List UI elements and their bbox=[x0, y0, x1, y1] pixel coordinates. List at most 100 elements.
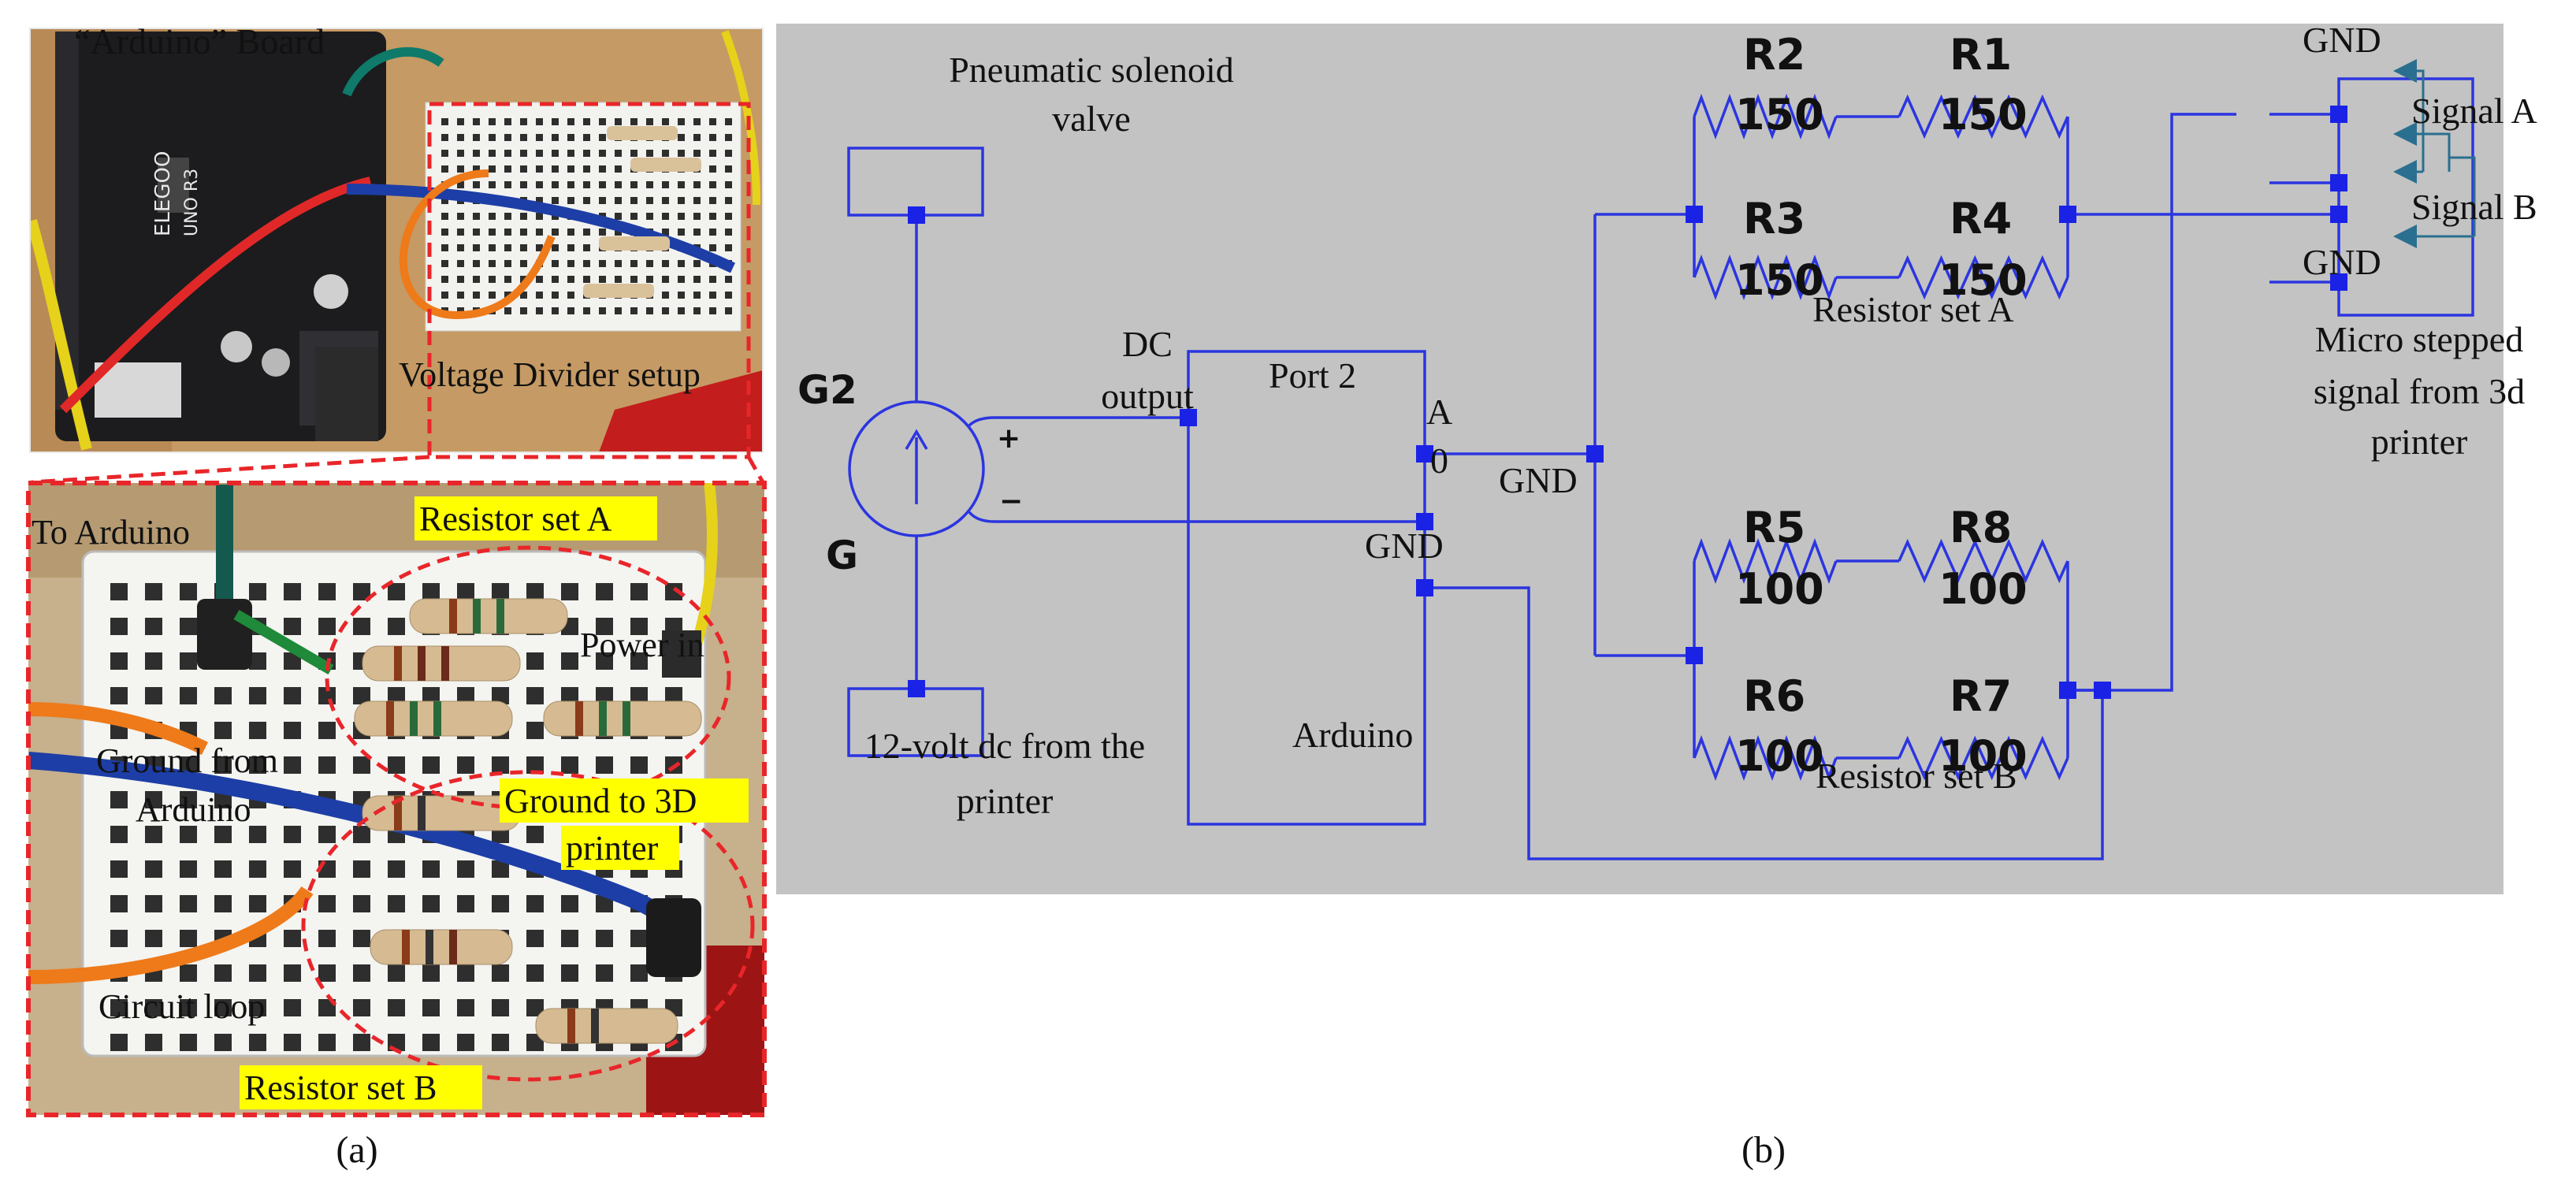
breadboard-hole bbox=[504, 260, 511, 267]
breadboard-hole bbox=[615, 260, 622, 267]
breadboard-hole bbox=[457, 860, 474, 878]
breadboard-hole bbox=[599, 197, 606, 204]
breadboard-hole bbox=[646, 213, 653, 220]
breadboard-hole bbox=[422, 756, 440, 774]
breadboard-hole bbox=[536, 213, 543, 220]
breadboard-hole bbox=[583, 244, 590, 251]
supply-label-2: printer bbox=[957, 781, 1054, 821]
breadboard-hole bbox=[473, 118, 480, 125]
minus-label: − bbox=[999, 485, 1023, 518]
breadboard-hole bbox=[457, 964, 474, 982]
breadboard-hole bbox=[662, 292, 669, 299]
breadboard-hole bbox=[353, 756, 370, 774]
breadboard-hole bbox=[318, 756, 336, 774]
ground-from-label-1: Ground from bbox=[96, 741, 278, 780]
breadboard-hole bbox=[662, 213, 669, 220]
breadboard-hole bbox=[388, 964, 405, 982]
zoom-box bbox=[427, 102, 751, 459]
breadboard-hole bbox=[693, 181, 701, 188]
breadboard-hole bbox=[489, 229, 496, 236]
port2-label: Port 2 bbox=[1269, 355, 1356, 396]
breadboard-hole bbox=[662, 260, 669, 267]
breadboard-hole bbox=[180, 964, 197, 982]
breadboard-hole bbox=[388, 583, 405, 600]
r6-value: 100 bbox=[1735, 731, 1824, 781]
resistor-network bbox=[1693, 94, 2069, 781]
breadboard-hole bbox=[520, 134, 527, 141]
breadboard-hole bbox=[473, 229, 480, 236]
r2-name: R2 bbox=[1743, 30, 1805, 80]
breadboard-hole bbox=[599, 118, 606, 125]
breadboard-hole bbox=[599, 229, 606, 236]
breadboard-hole bbox=[725, 229, 732, 236]
breadboard-hole bbox=[599, 276, 606, 283]
board-photo-frame bbox=[29, 28, 764, 453]
r1-name: R1 bbox=[1950, 30, 2012, 80]
breadboard-hole bbox=[646, 260, 653, 267]
breadboard-hole bbox=[110, 860, 128, 878]
r4-name: R4 bbox=[1950, 194, 2012, 243]
wire-minus-gnd bbox=[968, 511, 1425, 523]
breadboard-hole bbox=[520, 276, 527, 283]
breadboard-hole bbox=[646, 276, 653, 283]
breadboard-hole bbox=[526, 756, 544, 774]
breadboard-hole bbox=[318, 722, 336, 739]
breadboard-hole bbox=[214, 895, 232, 912]
breadboard-hole bbox=[630, 964, 648, 982]
breadboard-hole bbox=[552, 134, 559, 141]
breadboard-hole bbox=[441, 229, 448, 236]
breadboard-hole bbox=[615, 118, 622, 125]
breadboard-hole bbox=[630, 687, 648, 704]
breadboard-hole bbox=[249, 1034, 266, 1051]
breadboard-hole bbox=[441, 213, 448, 220]
breadboard-hole bbox=[489, 260, 496, 267]
breadboard-hole bbox=[662, 181, 669, 188]
breadboard-hole bbox=[489, 150, 496, 157]
r5-name: R5 bbox=[1743, 503, 1805, 552]
breadboard-hole bbox=[725, 118, 732, 125]
breadboard-hole bbox=[353, 618, 370, 635]
breadboard-hole bbox=[284, 652, 301, 670]
r5-resistor bbox=[1693, 538, 1838, 584]
breadboard-hole bbox=[473, 276, 480, 283]
board-model: UNO R3 bbox=[182, 169, 202, 236]
breadboard-hole bbox=[599, 307, 606, 314]
breadboard-hole bbox=[526, 930, 544, 947]
breadboard-hole bbox=[646, 118, 653, 125]
breadboard-hole bbox=[457, 292, 464, 299]
breadboard-hole bbox=[615, 150, 622, 157]
breadboard-hole bbox=[615, 197, 622, 204]
breadboard-hole bbox=[353, 895, 370, 912]
breadboard-hole bbox=[353, 860, 370, 878]
breadboard-hole bbox=[552, 197, 559, 204]
breadboard-hole bbox=[552, 118, 559, 125]
breadboard-hole bbox=[284, 826, 301, 843]
breadboard-hole bbox=[725, 197, 732, 204]
breadboard-hole bbox=[422, 999, 440, 1016]
r4-value: 150 bbox=[1939, 255, 2028, 305]
breadboard-hole bbox=[492, 964, 509, 982]
breadboard-hole bbox=[473, 150, 480, 157]
breadboard-hole bbox=[180, 930, 197, 947]
breadboard-hole bbox=[596, 652, 613, 670]
breadboard-hole bbox=[180, 583, 197, 600]
breadboard-hole bbox=[284, 583, 301, 600]
breadboard-hole bbox=[596, 687, 613, 704]
breadboard-hole bbox=[678, 197, 685, 204]
breadboard-hole bbox=[422, 583, 440, 600]
schematic-panel: Pneumatic solenoid valve G2 G + − 12-vol… bbox=[776, 20, 2537, 1171]
breadboard-hole bbox=[599, 150, 606, 157]
voltage-divider-label: Voltage Divider setup bbox=[399, 355, 701, 394]
breadboard-hole bbox=[520, 229, 527, 236]
breadboard-hole bbox=[388, 618, 405, 635]
breadboard-hole bbox=[567, 307, 574, 314]
breadboard-hole bbox=[284, 1034, 301, 1051]
breadboard-hole bbox=[520, 165, 527, 173]
breadboard-hole bbox=[709, 165, 716, 173]
breadboard-hole bbox=[596, 895, 613, 912]
voltage-source bbox=[848, 400, 985, 537]
breadboard-hole bbox=[180, 652, 197, 670]
valve-label-2: valve bbox=[1052, 98, 1131, 139]
breadboard-hole bbox=[693, 150, 701, 157]
breadboard-hole bbox=[110, 826, 128, 843]
